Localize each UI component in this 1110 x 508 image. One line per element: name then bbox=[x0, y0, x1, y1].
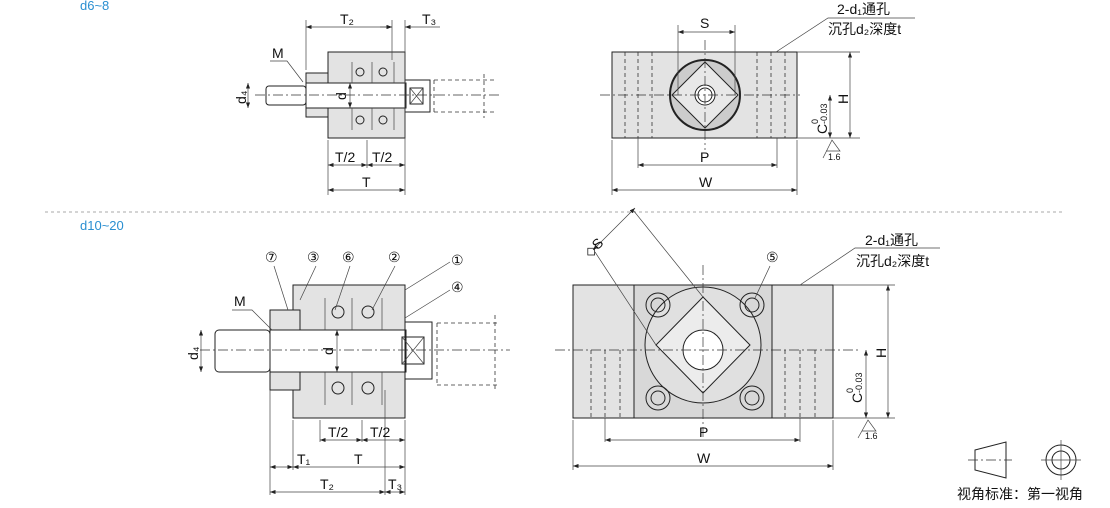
hole-note-line2-large: 沉孔d₂深度t bbox=[856, 253, 929, 269]
dim-d4-large: d₄ bbox=[185, 346, 201, 360]
dim-T3-large: T₃ bbox=[388, 476, 402, 492]
section-label-d10-20: d10~20 bbox=[80, 218, 124, 233]
balloon-1: ① bbox=[451, 252, 464, 268]
balloon-4: ④ bbox=[451, 279, 464, 295]
balloon-6: ⑥ bbox=[342, 249, 355, 265]
dim-d-large: d bbox=[320, 347, 336, 355]
dim-T3: T₃ bbox=[422, 11, 436, 27]
dim-S: S bbox=[700, 15, 709, 31]
balloon-2: ② bbox=[388, 249, 401, 265]
dim-T1: T₁ bbox=[297, 451, 311, 467]
section-label-d6-8: d6~8 bbox=[80, 0, 109, 13]
roughness-mark-large: 1.6 bbox=[865, 431, 878, 441]
projection-note: 视角标准：第一视角 bbox=[957, 486, 1083, 502]
dim-C-tol-lower: -0.03 bbox=[819, 103, 829, 124]
dim-T-half-left: T/2 bbox=[335, 149, 355, 165]
front-view-small: S 2-d₁通孔 沉孔d₂深度t P W H C 0 -0.03 1.6 bbox=[600, 1, 915, 195]
dim-d: d bbox=[333, 92, 349, 100]
dim-P: P bbox=[700, 149, 709, 165]
dim-H-large: H bbox=[873, 348, 889, 358]
dim-M-large: M bbox=[234, 293, 246, 309]
dim-H: H bbox=[835, 94, 851, 104]
dim-T2: T₂ bbox=[340, 11, 354, 27]
dim-d4: d₄ bbox=[233, 90, 249, 104]
dim-T: T bbox=[362, 174, 371, 190]
side-view-large: ⑦ ③ ⑥ ② ① ④ M d₄ d T/2 T/2 T₁ T T₂ T₃ bbox=[185, 249, 510, 495]
hole-note-line1: 2-d₁通孔 bbox=[837, 1, 890, 17]
dim-C: C bbox=[814, 124, 830, 134]
dim-C-large: C bbox=[849, 393, 865, 403]
balloon-3: ③ bbox=[307, 249, 320, 265]
dim-T-half-left-large: T/2 bbox=[328, 424, 348, 440]
first-angle-projection-symbol bbox=[968, 440, 1081, 480]
dim-W: W bbox=[699, 174, 713, 190]
roughness-mark: 1.6 bbox=[828, 152, 841, 162]
dim-C-tol-upper: 0 bbox=[810, 119, 820, 124]
dim-P-large: P bbox=[699, 424, 708, 440]
dim-T-half-right: T/2 bbox=[372, 149, 392, 165]
hole-note-line2: 沉孔d₂深度t bbox=[828, 21, 901, 37]
dim-C-tol-lower-large: -0.03 bbox=[854, 372, 864, 393]
dim-S-square: ◇S bbox=[581, 235, 607, 261]
balloon-5: ⑤ bbox=[766, 249, 779, 265]
hole-note-line1-large: 2-d₁通孔 bbox=[865, 232, 918, 248]
dim-T2-large: T₂ bbox=[320, 476, 334, 492]
dim-T-large: T bbox=[354, 451, 363, 467]
dim-C-tol-upper-large: 0 bbox=[845, 388, 855, 393]
front-view-large: ◇S ⑤ 2-d₁通孔 沉孔d₂深度t P W H C 0 -0.03 1.6 bbox=[555, 207, 940, 470]
side-view-small: T₂ T₃ M d₄ d T/2 T/2 T bbox=[233, 11, 500, 195]
dim-T-half-right-large: T/2 bbox=[370, 424, 390, 440]
balloon-7: ⑦ bbox=[265, 249, 278, 265]
dim-W-large: W bbox=[697, 450, 711, 466]
dim-M: M bbox=[272, 45, 284, 61]
